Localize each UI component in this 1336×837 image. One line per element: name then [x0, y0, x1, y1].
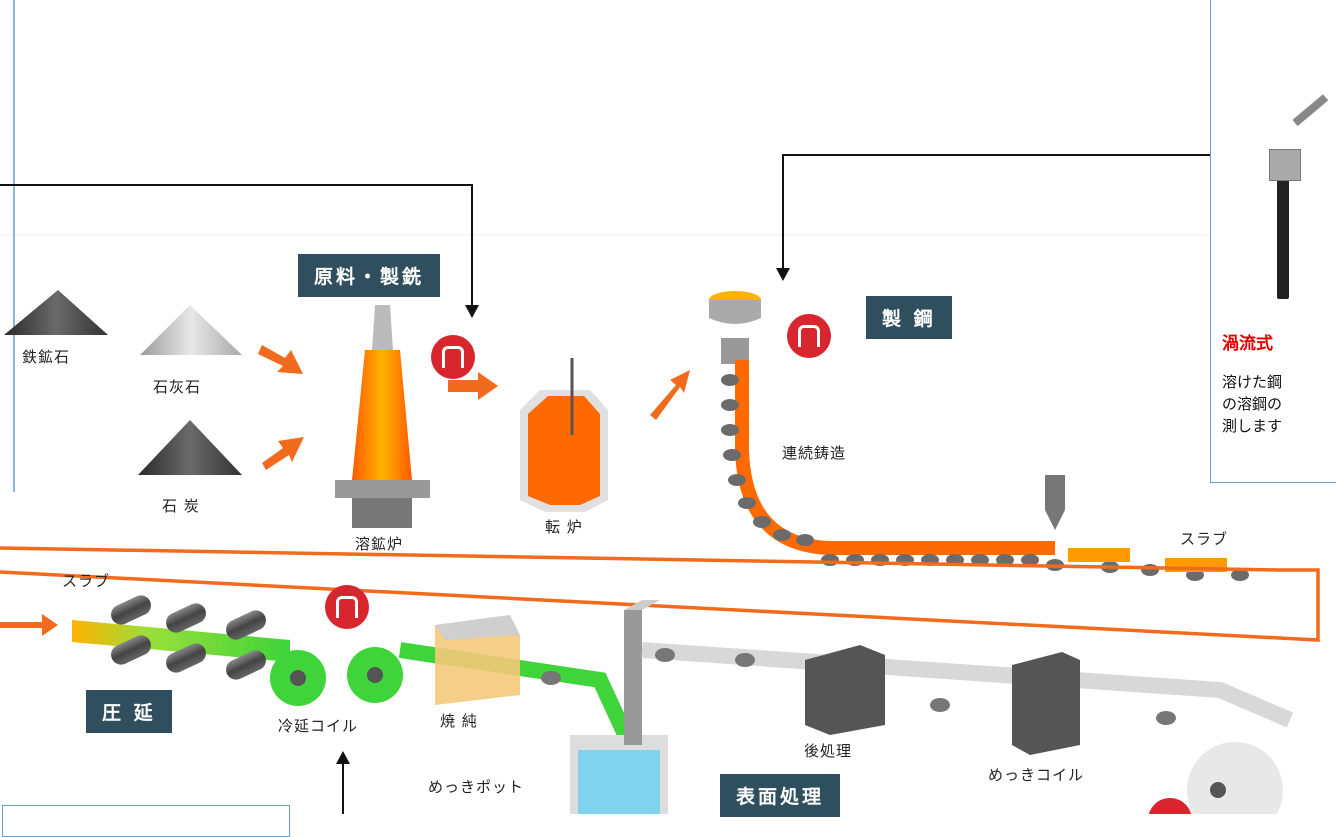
coal-pile	[138, 420, 242, 475]
bottom-callout	[2, 805, 290, 837]
limestone-pile	[140, 305, 242, 355]
surface-treatment-badge: 表面処理	[720, 774, 841, 817]
slab-label: スラブ	[1180, 530, 1229, 548]
brand-logo-icon	[336, 596, 358, 618]
steelmaking-badge: 製 鋼	[866, 296, 952, 339]
brand-marks	[325, 314, 1192, 814]
process-diagram	[0, 0, 1336, 814]
rolling-badge: 圧 延	[86, 690, 172, 733]
raw-material-badge: 原料・製銑	[298, 254, 441, 297]
blast-furnace	[335, 305, 430, 528]
process-route-line	[0, 546, 1320, 642]
limestone-label: 石灰石	[153, 378, 202, 396]
smelting-furnace-label: 溶鉱炉	[355, 535, 404, 553]
annealing-line	[398, 600, 668, 814]
product-callout: 渦流式 溶けた鋼 の溶鋼の 測します	[1210, 0, 1336, 483]
continuous-casting-label: 連続鋳造	[782, 444, 847, 462]
annealing-label: 焼 純	[440, 712, 478, 730]
cold-rolled-coil-label: 冷延コイル	[278, 717, 359, 735]
post-processing-label: 後処理	[804, 742, 853, 760]
orange-arrows	[258, 345, 690, 470]
converter	[520, 358, 608, 512]
brand-logo-icon	[798, 325, 820, 347]
product-title: 渦流式	[1222, 334, 1273, 354]
brand-logo-icon	[442, 346, 464, 368]
iron-ore-pile	[4, 290, 108, 335]
connector-lines	[0, 154, 1210, 814]
coal-label: 石 炭	[162, 497, 200, 515]
sensor-image	[1255, 94, 1329, 299]
product-description: 溶けた鋼 の溶鋼の 測します	[1222, 373, 1283, 435]
plating-pot-label: めっきポット	[428, 778, 525, 796]
plating-coil-label: めっきコイル	[988, 766, 1085, 784]
surface-treatment-line	[641, 642, 1294, 814]
rolling-mill	[72, 595, 403, 706]
iron-ore-label: 鉄鉱石	[22, 348, 71, 366]
slab-label-rolling: スラブ	[62, 572, 111, 590]
converter-label: 転 炉	[545, 518, 583, 536]
